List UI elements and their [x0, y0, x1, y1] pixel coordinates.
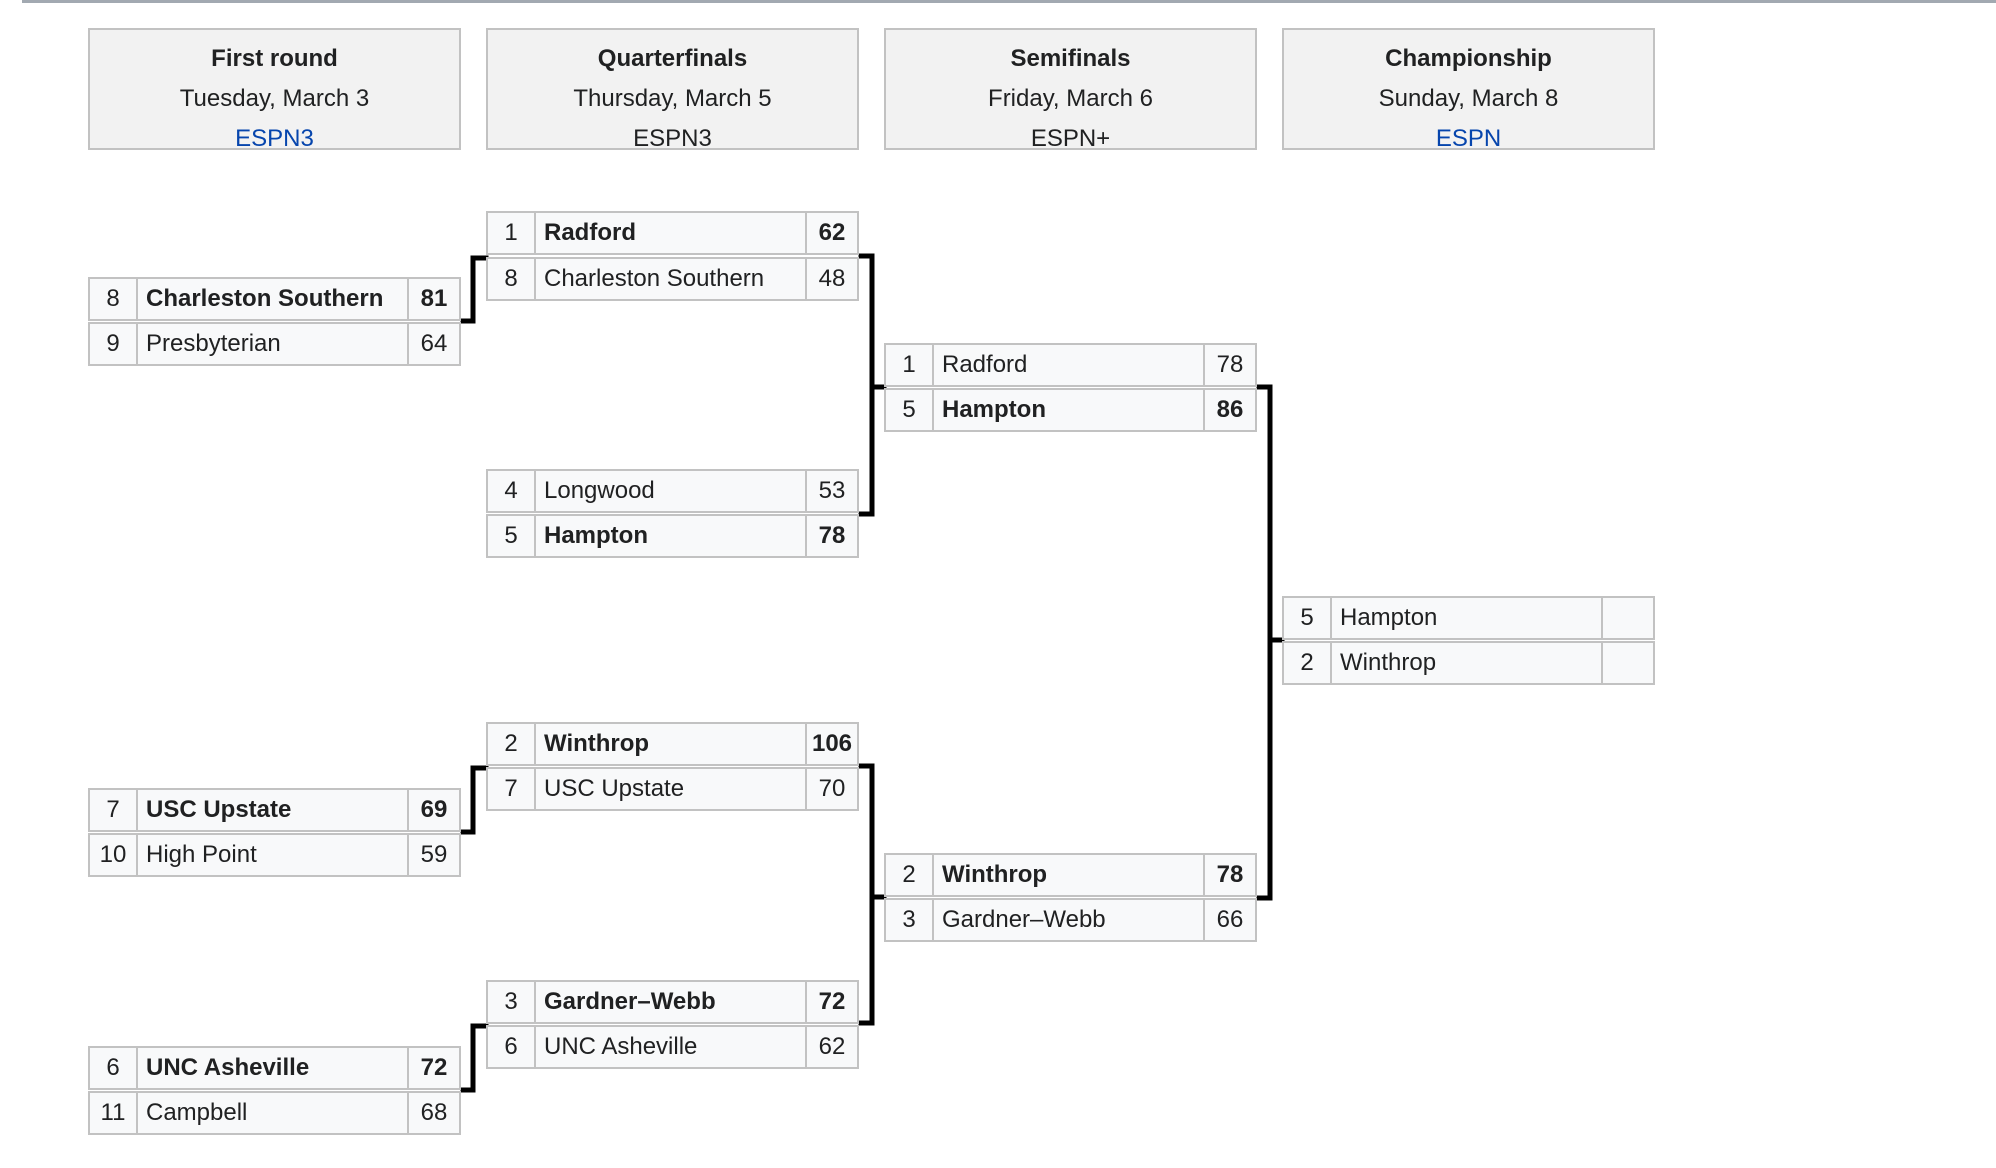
score: 53	[805, 469, 859, 513]
team-name[interactable]: Winthrop	[1330, 641, 1603, 685]
seed: 2	[1282, 641, 1332, 685]
network-link[interactable]: ESPN	[1435, 125, 1502, 152]
round-date: Thursday, March 5	[573, 85, 772, 112]
seed: 5	[1282, 596, 1332, 640]
score: 72	[805, 980, 859, 1024]
team-name[interactable]: Charleston Southern	[534, 257, 807, 301]
team-name[interactable]: Winthrop	[932, 853, 1205, 897]
seed: 7	[88, 788, 138, 832]
team-name[interactable]: USC Upstate	[534, 767, 807, 811]
score	[1601, 641, 1655, 685]
score: 86	[1203, 388, 1257, 432]
seed: 11	[88, 1091, 138, 1135]
seed: 5	[884, 388, 934, 432]
team-name[interactable]: UNC Asheville	[534, 1025, 807, 1069]
network-link[interactable]: ESPN3	[235, 125, 314, 152]
team-name[interactable]: Hampton	[534, 514, 807, 558]
score: 62	[805, 211, 859, 255]
round-header-semifinals: Semifinals Friday, March 6 ESPN+	[884, 28, 1257, 152]
team-name[interactable]: Gardner–Webb	[534, 980, 807, 1024]
team-name[interactable]: Winthrop	[534, 722, 807, 766]
seed: 4	[486, 469, 536, 513]
round-header-first-round: First round Tuesday, March 3 ESPN3	[88, 28, 461, 152]
team-name[interactable]: Campbell	[136, 1091, 409, 1135]
score	[1601, 596, 1655, 640]
seed: 6	[486, 1025, 536, 1069]
round-name: First round	[211, 45, 338, 72]
score: 78	[1203, 853, 1257, 897]
team-name[interactable]: Radford	[534, 211, 807, 255]
team-name[interactable]: Hampton	[932, 388, 1205, 432]
seed: 3	[486, 980, 536, 1024]
seed: 6	[88, 1046, 138, 1090]
round-name: Championship	[1385, 45, 1552, 72]
round-name: Quarterfinals	[597, 45, 748, 72]
round-date: Friday, March 6	[988, 85, 1153, 112]
score: 72	[407, 1046, 461, 1090]
round-name: Semifinals	[1010, 45, 1131, 72]
network-label: ESPN3	[633, 125, 712, 152]
round-header-championship: Championship Sunday, March 8 ESPN	[1282, 28, 1655, 152]
score: 69	[407, 788, 461, 832]
score: 106	[805, 722, 859, 766]
round-date: Tuesday, March 3	[179, 85, 370, 112]
seed: 1	[884, 343, 934, 387]
round-header-quarterfinals: Quarterfinals Thursday, March 5 ESPN3	[486, 28, 859, 152]
seed: 5	[486, 514, 536, 558]
seed: 3	[884, 898, 934, 942]
seed: 10	[88, 833, 138, 877]
seed: 2	[884, 853, 934, 897]
seed: 7	[486, 767, 536, 811]
team-name[interactable]: Longwood	[534, 469, 807, 513]
team-name[interactable]: Gardner–Webb	[932, 898, 1205, 942]
team-name[interactable]: Presbyterian	[136, 322, 409, 366]
team-name[interactable]: Radford	[932, 343, 1205, 387]
score: 59	[407, 833, 461, 877]
team-name[interactable]: Charleston Southern	[136, 277, 409, 321]
round-date: Sunday, March 8	[1378, 85, 1559, 112]
top-divider	[22, 0, 1996, 3]
score: 66	[1203, 898, 1257, 942]
team-name[interactable]: USC Upstate	[136, 788, 409, 832]
team-name[interactable]: High Point	[136, 833, 409, 877]
team-name[interactable]: UNC Asheville	[136, 1046, 409, 1090]
seed: 2	[486, 722, 536, 766]
score: 78	[1203, 343, 1257, 387]
score: 70	[805, 767, 859, 811]
team-name[interactable]: Hampton	[1330, 596, 1603, 640]
score: 48	[805, 257, 859, 301]
score: 78	[805, 514, 859, 558]
score: 64	[407, 322, 461, 366]
seed: 8	[486, 257, 536, 301]
seed: 1	[486, 211, 536, 255]
seed: 9	[88, 322, 138, 366]
score: 62	[805, 1025, 859, 1069]
score: 68	[407, 1091, 461, 1135]
network-label: ESPN+	[1030, 125, 1111, 152]
score: 81	[407, 277, 461, 321]
seed: 8	[88, 277, 138, 321]
